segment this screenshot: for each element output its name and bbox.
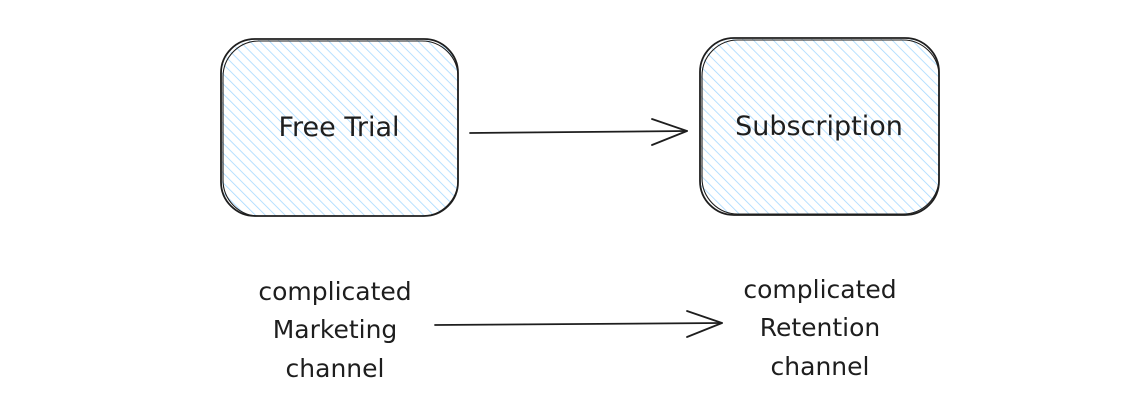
subscription-node[interactable]: Subscription bbox=[699, 37, 940, 216]
retention-caption-line-2: Retention bbox=[760, 313, 881, 342]
arrow-head bbox=[651, 118, 688, 146]
marketing-caption: complicated Marketing channel bbox=[258, 277, 411, 383]
retention-caption-line-3: channel bbox=[771, 352, 870, 381]
marketing-to-retention-arrow[interactable] bbox=[434, 310, 723, 338]
marketing-caption-line-3: channel bbox=[286, 354, 385, 383]
marketing-caption-line-2: Marketing bbox=[273, 315, 398, 344]
free-trial-label: Free Trial bbox=[278, 112, 399, 143]
subscription-label: Subscription bbox=[735, 111, 903, 142]
retention-caption-line-1: complicated bbox=[743, 275, 896, 304]
retention-caption: complicated Retention channel bbox=[743, 275, 896, 381]
arrow-shaft bbox=[469, 130, 688, 134]
trial-to-subscription-arrow[interactable] bbox=[469, 118, 688, 146]
arrow-shaft bbox=[434, 322, 723, 326]
marketing-caption-line-1: complicated bbox=[258, 277, 411, 306]
arrow-head bbox=[686, 310, 723, 338]
free-trial-node[interactable]: Free Trial bbox=[220, 38, 459, 217]
